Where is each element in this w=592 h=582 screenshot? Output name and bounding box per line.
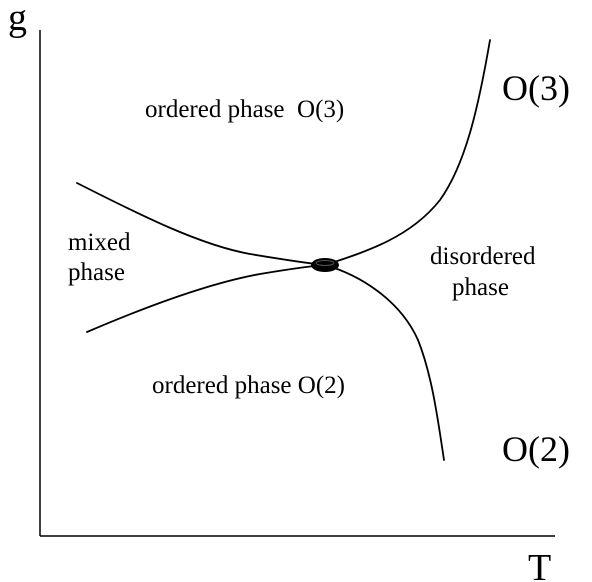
boundary-o2-transition (324, 264, 445, 461)
region-ordered-o2-label: ordered phase O(2) (152, 372, 345, 399)
symmetry-label-o3: O(3) (502, 68, 570, 108)
region-mixed-label-line1: mixed (68, 229, 131, 256)
region-disordered-label-line2: phase (452, 274, 509, 301)
symmetry-label-o2: O(2) (502, 429, 570, 469)
boundary-o3-transition (324, 39, 491, 266)
region-mixed-label-line2: phase (68, 259, 125, 286)
y-axis-label: g (8, 0, 27, 39)
x-axis-label: T (528, 547, 551, 582)
region-ordered-o3-label: ordered phase O(3) (145, 96, 344, 123)
boundary-mixed-upper (76, 182, 326, 266)
region-disordered-label-line1: disordered (430, 243, 536, 270)
boundary-mixed-lower (86, 264, 326, 333)
tetracritical-point-highlight (315, 260, 335, 266)
